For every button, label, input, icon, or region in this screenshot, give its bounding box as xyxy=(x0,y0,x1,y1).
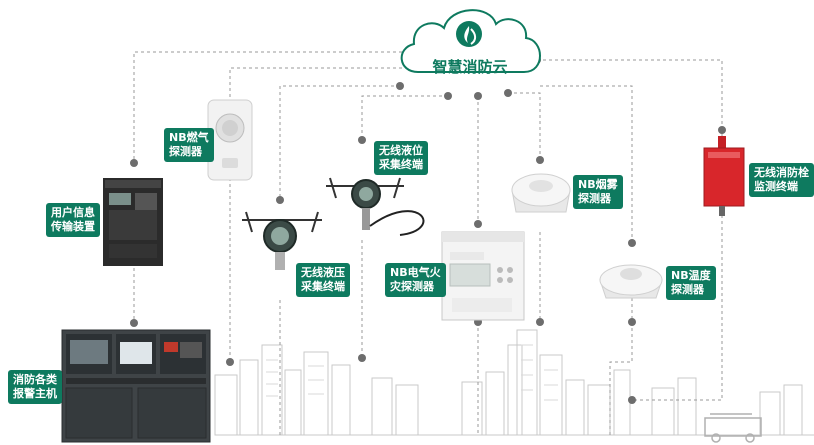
liquid-pressure-terminal xyxy=(242,211,322,270)
label-electric-fire-detector: NB电气火 灾探测器 xyxy=(385,263,446,297)
temperature-detector xyxy=(599,264,663,299)
cloud-icon xyxy=(400,9,541,73)
label-liquid-level-terminal: 无线液位 采集终端 xyxy=(374,141,428,175)
fire-truck-icon xyxy=(704,413,762,443)
label-hydrant-monitor: 无线消防栓 监测终端 xyxy=(749,163,814,197)
cloud-title: 智慧消防云 xyxy=(432,58,508,76)
gas-detector xyxy=(207,99,253,181)
label-user-info-device: 用户信息 传输装置 xyxy=(46,203,100,237)
connection-lines xyxy=(133,51,723,436)
liquid-level-terminal xyxy=(326,177,425,236)
building-windows xyxy=(266,344,558,401)
label-gas-detector: NB燃气 探测器 xyxy=(164,128,214,162)
user-info-device xyxy=(103,178,163,266)
label-alarm-host: 消防各类 报警主机 xyxy=(8,370,62,404)
alarm-host-console xyxy=(61,329,211,443)
hydrant-monitor xyxy=(703,136,745,216)
smoke-detector xyxy=(511,173,571,213)
electric-fire-detector xyxy=(441,231,525,321)
city-skyline xyxy=(214,329,814,436)
label-smoke-detector: NB烟雾 探测器 xyxy=(573,175,623,209)
label-liquid-pressure-terminal: 无线液压 采集终端 xyxy=(296,263,350,297)
label-temperature-detector: NB温度 探测器 xyxy=(666,266,716,300)
